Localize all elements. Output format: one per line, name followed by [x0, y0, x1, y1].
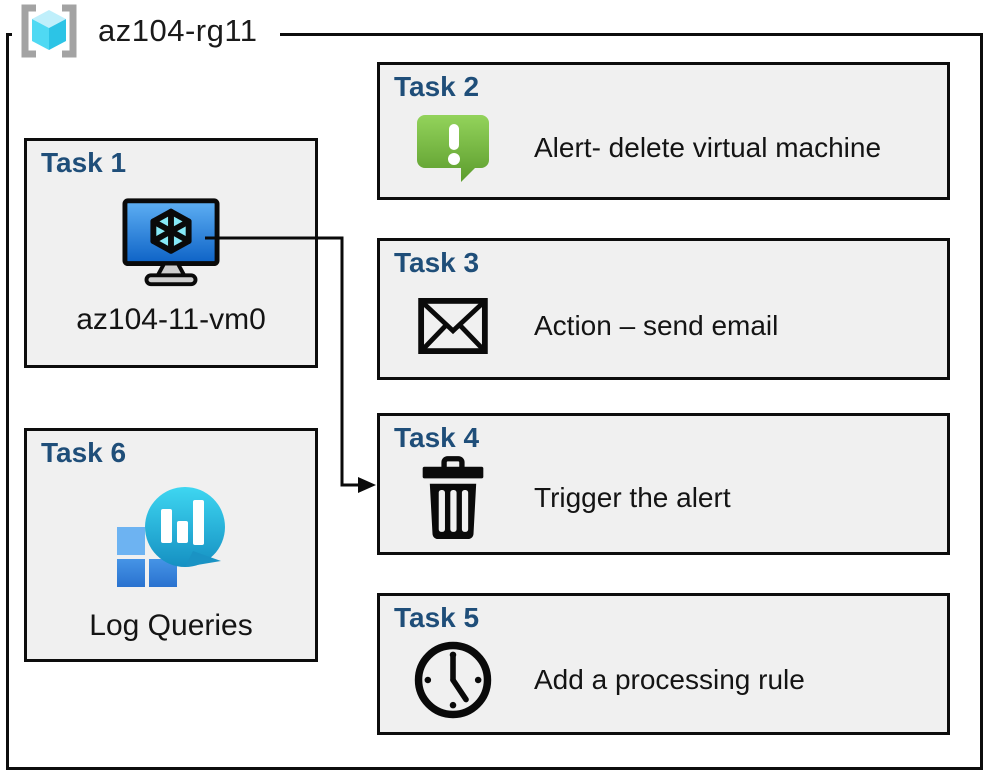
task3-title: Task 3 [394, 247, 480, 278]
task6-label: Log Queries [89, 609, 253, 642]
task4-label: Trigger the alert [534, 482, 731, 513]
email-icon [412, 298, 494, 354]
task2-title: Task 2 [394, 71, 480, 102]
task-card-4: Task 4 Trigger the alert [377, 413, 950, 555]
task-card-5: Task 5 Add a processing rule [377, 593, 950, 735]
task-card-6: Task 6 Log Q [24, 428, 318, 662]
header-gap [12, 25, 280, 42]
clock-icon [412, 638, 494, 722]
task1-title: Task 1 [41, 147, 127, 178]
task4-title: Task 4 [394, 422, 480, 453]
task5-title: Task 5 [394, 602, 480, 633]
resource-group-name: az104-rg11 [98, 13, 258, 48]
resource-group-icon [16, 3, 82, 64]
task3-label: Action – send email [534, 310, 779, 341]
task-card-2: Task 2 Alert- delete virtual machine [377, 62, 950, 200]
trash-icon [412, 454, 494, 542]
task5-label: Add a processing rule [534, 664, 805, 695]
task1-label: az104-11-vm0 [76, 303, 266, 336]
task-card-1: Task 1 az104-11-vm0 [24, 138, 318, 368]
task-card-3: Task 3 Action – send email [377, 238, 950, 380]
task2-label: Alert- delete virtual machine [534, 132, 882, 163]
log-queries-icon [27, 483, 315, 591]
virtual-machine-icon [27, 197, 315, 289]
alert-message-icon [412, 112, 494, 184]
task6-title: Task 6 [41, 437, 127, 468]
